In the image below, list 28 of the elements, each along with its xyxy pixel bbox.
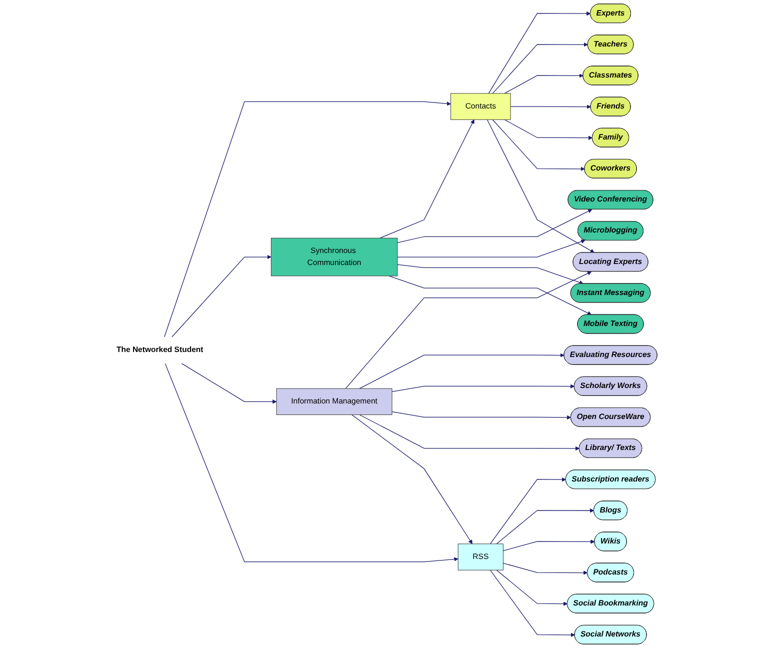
arrow [488,11,591,94]
arrow [397,209,592,243]
arrow [171,254,272,338]
arrow [397,239,586,258]
arrow [164,101,451,338]
arrow [388,276,592,315]
arrow [359,353,564,389]
arrow [496,508,594,544]
arrow [486,119,594,253]
arrow [496,570,568,606]
arrow [504,74,584,94]
arrow [502,540,595,552]
arrow [510,104,591,109]
arrow [490,477,566,544]
arrow [380,119,474,238]
arrow [359,414,580,451]
arrow [352,414,472,544]
arrow [181,363,277,404]
arrow [502,562,588,575]
arrow [490,570,575,637]
arrow [504,119,593,140]
arrow [397,264,584,284]
arrow [492,42,588,94]
arrow [492,119,585,172]
arrow [392,411,572,420]
arrow [164,363,458,562]
arrow [392,384,575,392]
arrow [345,271,592,389]
